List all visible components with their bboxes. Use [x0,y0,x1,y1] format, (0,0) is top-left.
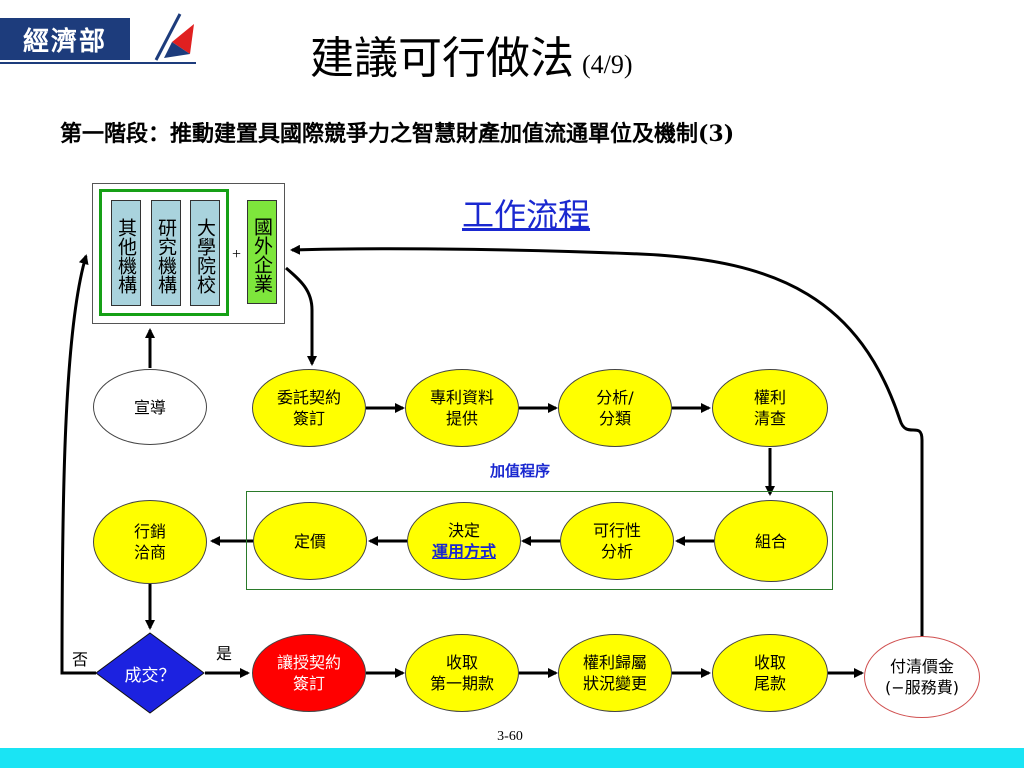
node-label-line: 提供 [445,409,478,428]
node-label-line: 狀況變更 [582,674,647,693]
node-label-line: 專利資料 [429,388,494,407]
no-branch-label: 否 [72,650,89,669]
node-label-line: 分析/ [596,388,634,407]
node-transfer-contract: 讓授契約 簽訂 [252,634,366,712]
page-title-text: 建議可行做法 [310,33,574,84]
node-label-line: 行銷 [133,522,166,541]
node-analysis: 分析/ 分類 [558,369,672,447]
node-label-line: 分析 [600,542,633,561]
node-label-line: 定價 [293,531,326,551]
ministry-emblem-icon [154,13,194,61]
value-process-label: 加值程序 [489,462,550,480]
universities-box: 大學院校 [190,200,220,306]
node-feasibility: 可行性 分析 [560,502,674,580]
node-label-line: 簽訂 [292,674,325,693]
node-pay-off: 付清價金 (−服務費) [864,636,980,718]
node-label-line: 讓授契約 [276,653,341,672]
node-ownership-change: 權利歸屬 狀況變更 [558,634,672,712]
node-label-line: 收取 [753,653,786,672]
deal-decision-label: 成交？ [124,665,176,686]
node-combination: 組合 [714,500,828,582]
node-rights-check: 權利 清查 [712,369,828,447]
node-pricing: 定價 [253,502,367,580]
arrow-institutions-to-contract [285,266,317,366]
other-institutions-box: 其他機構 [111,200,141,306]
page-number: 3-60 [497,729,523,744]
node-label-line: 組合 [754,531,787,551]
research-institutions-box: 研究機構 [151,200,181,306]
domestic-institutions-group [99,189,229,316]
node-label-line: 收取 [445,653,478,672]
value-process-group [246,491,833,590]
node-label-line: 決定 [447,521,480,540]
arrow-no-to-institutions [60,254,96,675]
node-decide-usage: 決定 運用方式 [407,502,521,580]
foreign-enterprises-box: 國外企業 [247,200,277,304]
usage-method-link[interactable]: 運用方式 [431,542,496,561]
node-final-payment: 收取 尾款 [712,634,828,712]
node-label-line: 付清價金 [889,657,954,676]
stage-subtitle: 第一階段：推動建置具國際競爭力之智慧財產加值流通單位及機制(3) [60,121,735,147]
footer-bar [0,748,1024,768]
node-label-line: 可行性 [592,521,641,540]
node-label-line: 清查 [753,409,786,428]
plus-sign: + [232,246,242,263]
node-promotion-label: 宣導 [133,397,166,417]
node-marketing: 行銷 洽商 [93,500,207,584]
ministry-logo-text: 經濟部 [0,18,130,60]
node-label-line: 第一期款 [429,674,494,693]
node-label-line: 委託契約 [276,388,341,407]
node-promotion: 宣導 [93,369,207,445]
node-label-line: 尾款 [753,674,786,693]
node-patent-data: 專利資料 提供 [405,369,519,447]
node-label-line: 權利 [753,388,786,407]
node-label-line: (−服務費) [885,678,959,697]
deal-decision-diamond [95,632,205,714]
page-title-index: (4/9) [582,50,633,79]
node-label-line: 簽訂 [292,409,325,428]
node-first-payment: 收取 第一期款 [405,634,519,712]
workflow-title-link[interactable]: 工作流程 [462,196,591,234]
node-commission-contract: 委託契約 簽訂 [252,369,366,447]
page-title: 建議可行做法 (4/9) [310,22,740,84]
node-label-line: 洽商 [133,543,166,562]
header-divider [0,62,196,64]
node-label-line: 分類 [598,409,631,428]
node-label-line: 權利歸屬 [582,653,647,672]
yes-branch-label: 是 [216,644,233,663]
